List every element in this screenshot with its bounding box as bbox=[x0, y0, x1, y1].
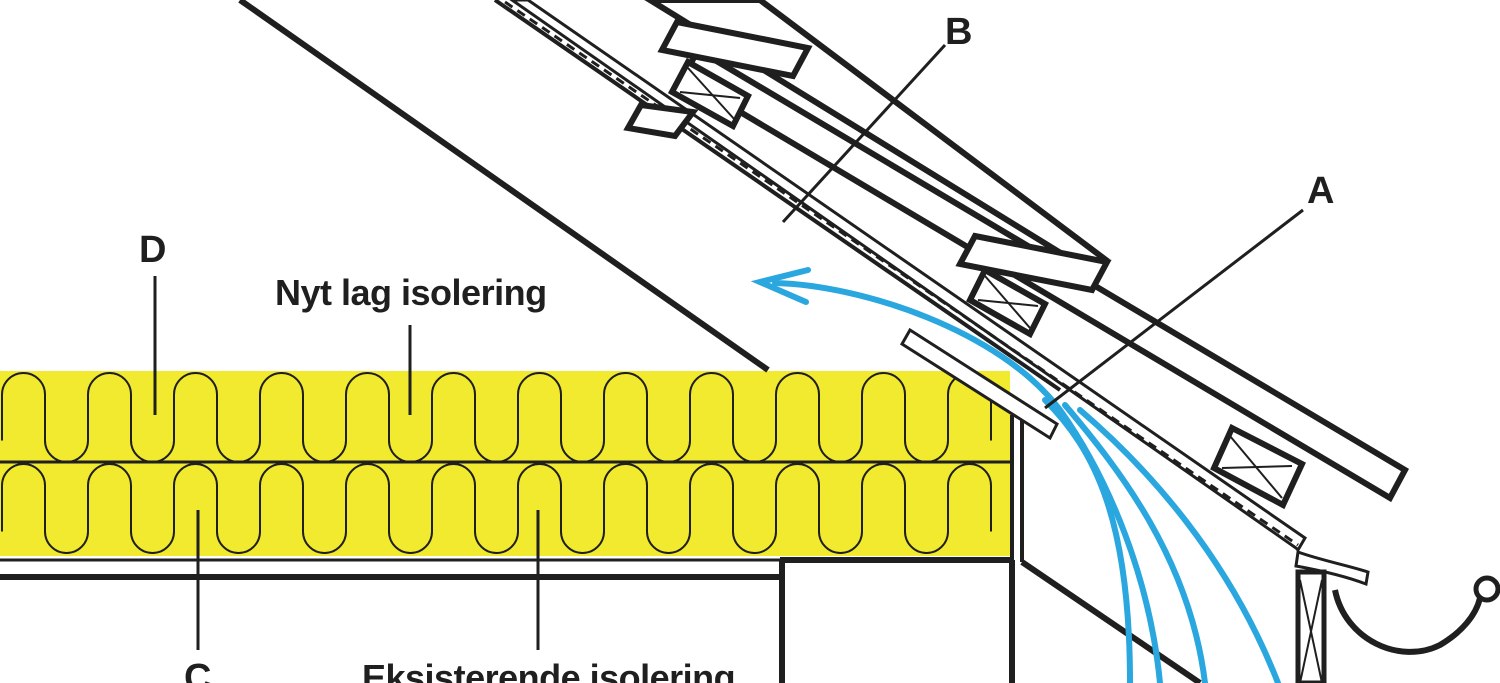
batten-block-top-2 bbox=[955, 232, 1112, 294]
leader-b bbox=[781, 43, 947, 224]
drip-edge bbox=[1294, 549, 1370, 587]
airflow-path-3 bbox=[1062, 402, 1208, 683]
rafter-top-line bbox=[493, 0, 1062, 392]
labels: B A D Nyt lag isolering C Eksisterende i… bbox=[139, 11, 1334, 683]
label-new-insulation: Nyt lag isolering bbox=[275, 272, 547, 313]
half-round-gutter-icon bbox=[1332, 575, 1500, 655]
wall-and-ceiling bbox=[0, 0, 1202, 683]
airflow bbox=[750, 267, 1281, 683]
eave-flashing bbox=[899, 327, 1059, 441]
airflow-main-path bbox=[772, 280, 1163, 683]
arrow-left-icon bbox=[750, 267, 811, 305]
cross-box-icon bbox=[966, 265, 1049, 339]
insulation-layers bbox=[0, 371, 1010, 556]
existing-insulation-wave bbox=[1, 463, 992, 554]
airflow-path-2 bbox=[1042, 397, 1133, 683]
leader-a bbox=[1044, 208, 1304, 410]
roof-structure bbox=[493, 0, 1409, 587]
battens bbox=[667, 57, 1306, 510]
leader-lines bbox=[153, 43, 1304, 650]
interior-sloped-ceiling bbox=[238, 0, 770, 373]
cross-box-icon bbox=[667, 57, 752, 131]
cross-box-icon bbox=[1210, 423, 1306, 510]
existing-insulation-layer bbox=[0, 463, 1010, 556]
new-insulation-layer bbox=[0, 371, 1010, 463]
fascia-board bbox=[1295, 569, 1327, 683]
label-d: D bbox=[139, 229, 166, 271]
label-a: A bbox=[1307, 170, 1334, 212]
lath-board-lower bbox=[623, 101, 699, 140]
airflow-path-4 bbox=[1077, 407, 1281, 683]
rafter-bottom-edge bbox=[1020, 559, 1202, 683]
label-c: C bbox=[184, 657, 211, 683]
label-existing-insulation: Eksisterende isolering bbox=[362, 657, 735, 683]
batten-block-top-1 bbox=[657, 18, 813, 80]
label-b: B bbox=[945, 11, 972, 53]
underlay-dashed-membrane bbox=[504, 0, 1299, 547]
